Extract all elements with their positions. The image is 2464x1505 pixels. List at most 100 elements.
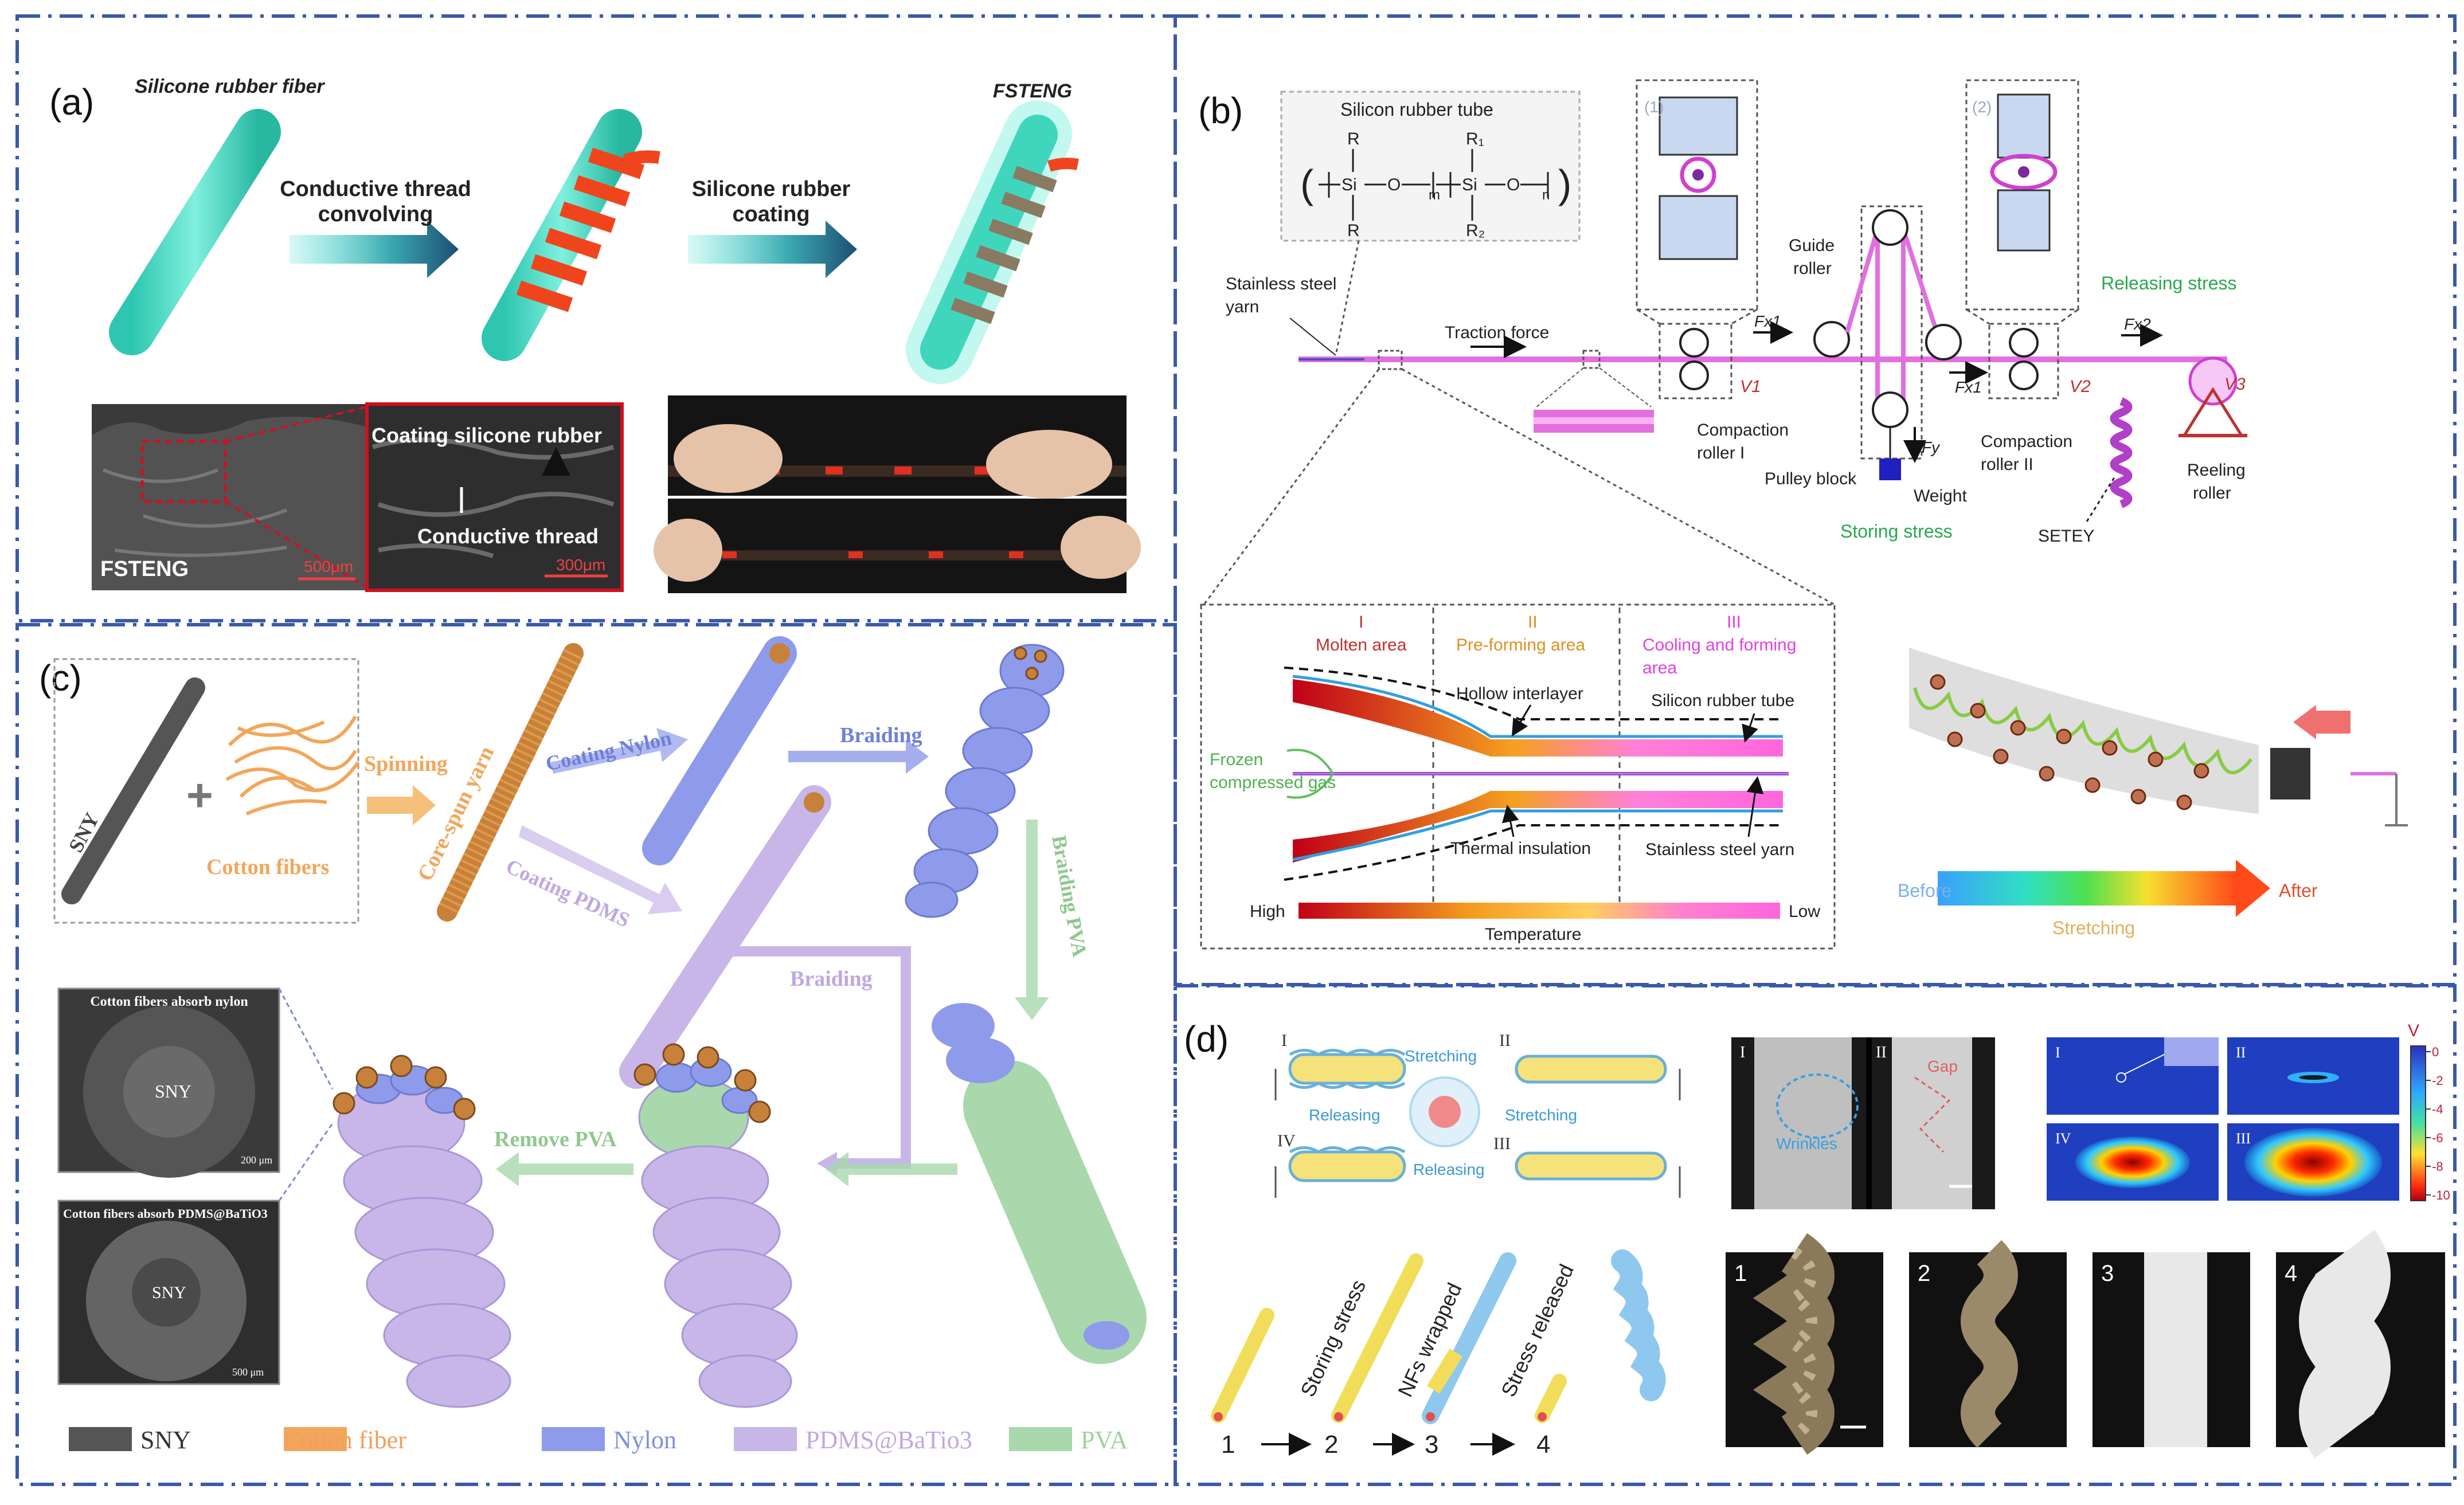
- mark-1: (1): [1644, 98, 1664, 116]
- photo-number: 3: [2101, 1261, 2114, 1286]
- formula-r2: R₂: [1466, 221, 1485, 240]
- braiding-label-2: Braiding: [790, 967, 873, 991]
- img-i: I: [1740, 1044, 1745, 1061]
- step-number: 1: [1221, 1430, 1235, 1459]
- state-i: I: [1281, 1031, 1287, 1050]
- step2-line1: Silicone rubber: [692, 177, 851, 201]
- thread-wrapped-fiber: [482, 109, 660, 361]
- plain-fiber: [109, 109, 281, 355]
- thermal-label: Thermal insulation: [1450, 839, 1591, 858]
- step-number: 3: [1425, 1430, 1438, 1459]
- mid-braid-rings: [633, 1043, 771, 1123]
- sem-fsteng-label: FSTENG: [100, 557, 189, 581]
- photo-number: 4: [2285, 1261, 2297, 1286]
- potential-maps: [2047, 1037, 2426, 1201]
- gap-label: Gap: [1927, 1057, 1958, 1075]
- sem-image-1: FSTENG 500μm: [92, 404, 368, 590]
- formula-si-2: Si: [1462, 175, 1477, 194]
- stretching-d2: Stretching: [1505, 1106, 1577, 1124]
- nylon-coated-yarn: [642, 636, 797, 865]
- temperature-label: Temperature: [1485, 925, 1581, 944]
- state-iii: III: [1493, 1134, 1511, 1153]
- formula-m: m: [1429, 187, 1440, 203]
- final-braid-rings: [333, 1055, 476, 1120]
- panel-a-label: (a): [49, 81, 94, 123]
- legend-swatch: [542, 1427, 605, 1451]
- pva-braid: [932, 1003, 1147, 1364]
- panel-b: (b) Silicon rubber tube ( ) R Si R O m R…: [1198, 79, 2408, 950]
- legend-label: PDMS@BaTio3: [805, 1426, 972, 1454]
- braiding-pva-label: Braiding PVA: [1047, 833, 1092, 958]
- state-ii: II: [1499, 1031, 1511, 1050]
- fx1-label: Fx1: [1754, 312, 1781, 330]
- before-label: Before: [1898, 880, 1951, 901]
- zone2-num: II: [1528, 613, 1538, 632]
- steel-yarn-line1: Stainless steel: [1226, 275, 1336, 293]
- colorbar-tick-label: -8: [2432, 1159, 2443, 1174]
- sem1-scale: 200 μm: [241, 1154, 272, 1166]
- input-materials-box: [53, 658, 359, 924]
- frozen-line1: Frozen: [1210, 750, 1263, 769]
- formula-si-1: Si: [1341, 175, 1357, 194]
- zone2-label: Pre-forming area: [1456, 636, 1585, 654]
- step1-line2: convolving: [318, 202, 433, 226]
- braiding-pva-arrow: [1015, 820, 1049, 1020]
- legend-label: Nylon: [613, 1426, 676, 1454]
- fy-label: Fy: [1922, 438, 1941, 456]
- cotton-fibers: [225, 715, 360, 816]
- sem-scale-2: 300μm: [556, 556, 605, 574]
- sem-inset-pdms: Cotton fibers absorb PDMS@BaTiO3 SNY 500…: [57, 1123, 334, 1385]
- panel-d: (d) I II III IV Stretching Releasing Str…: [1184, 1018, 2450, 1459]
- step-number: 4: [1536, 1430, 1550, 1459]
- formula-r-bottom: R: [1347, 221, 1360, 240]
- after-label: After: [2279, 880, 2318, 901]
- setey-label: SETEY: [2038, 527, 2094, 546]
- braided-nylon: [905, 644, 1065, 918]
- ss-yarn-label: Stainless steel yarn: [1645, 840, 1794, 859]
- stretch-photo-1: [668, 395, 1127, 499]
- legend-swatch: [1009, 1427, 1072, 1451]
- releasing-d1: Releasing: [1309, 1106, 1380, 1124]
- legend-swatch: [69, 1427, 132, 1451]
- legend-swatch: [734, 1427, 797, 1451]
- step-number: 2: [1324, 1430, 1338, 1459]
- zone1-num: I: [1359, 613, 1363, 632]
- cotton-text: Cotton fibers: [206, 855, 329, 879]
- compaction-roller-1: (1): [1636, 79, 1758, 399]
- coating-pdms-arrow: [519, 825, 682, 914]
- sem-inset-nylon: Cotton fibers absorb nylon SNY 200 μm: [57, 987, 334, 1178]
- plus-sign: +: [186, 770, 213, 821]
- extrusion-cross-section: [1200, 603, 1836, 950]
- map-iii: III: [2236, 1130, 2251, 1147]
- legend-label: SNY: [140, 1426, 191, 1454]
- fx2-label: Fx2: [2124, 315, 2151, 333]
- sem1-sny: SNY: [155, 1081, 191, 1102]
- panel-a: (a) Silicone rubber fiber FSTENG Conduct…: [49, 76, 1141, 593]
- colorbar-tick-label: -10: [2432, 1188, 2450, 1202]
- low-label: Low: [1789, 902, 1820, 921]
- panel-d-border: [1174, 984, 2457, 1486]
- stretching-d1: Stretching: [1405, 1047, 1477, 1065]
- formula-o-1: O: [1387, 175, 1401, 194]
- remove-pva-arrow: [496, 1152, 633, 1186]
- legend-label: PVA: [1081, 1426, 1128, 1454]
- map-ii: II: [2236, 1044, 2246, 1061]
- panel-borders: [15, 14, 2457, 1486]
- formula-paren-left: (: [1300, 162, 1313, 206]
- sem-image-2: Coating silicone rubber Conductive threa…: [365, 402, 624, 592]
- img-ii: II: [1876, 1044, 1887, 1061]
- step-arrow-2: [688, 221, 857, 278]
- legend-swatch: [284, 1427, 347, 1451]
- coated-fiber: [906, 100, 1079, 384]
- sem2-title: Cotton fibers absorb PDMS@BaTiO3: [63, 1206, 268, 1221]
- hollow-label: Hollow interlayer: [1456, 684, 1583, 703]
- step2-line2: coating: [732, 202, 809, 226]
- mid-braid: [638, 1076, 798, 1408]
- releasing-d2: Releasing: [1413, 1161, 1485, 1178]
- map-iv: IV: [2055, 1130, 2071, 1147]
- colorbar-ticks: 0-2-4-6-8-10: [2426, 1045, 2450, 1202]
- setey-stretch-illustration: [1909, 648, 2408, 917]
- mark-2: (2): [1972, 98, 1992, 116]
